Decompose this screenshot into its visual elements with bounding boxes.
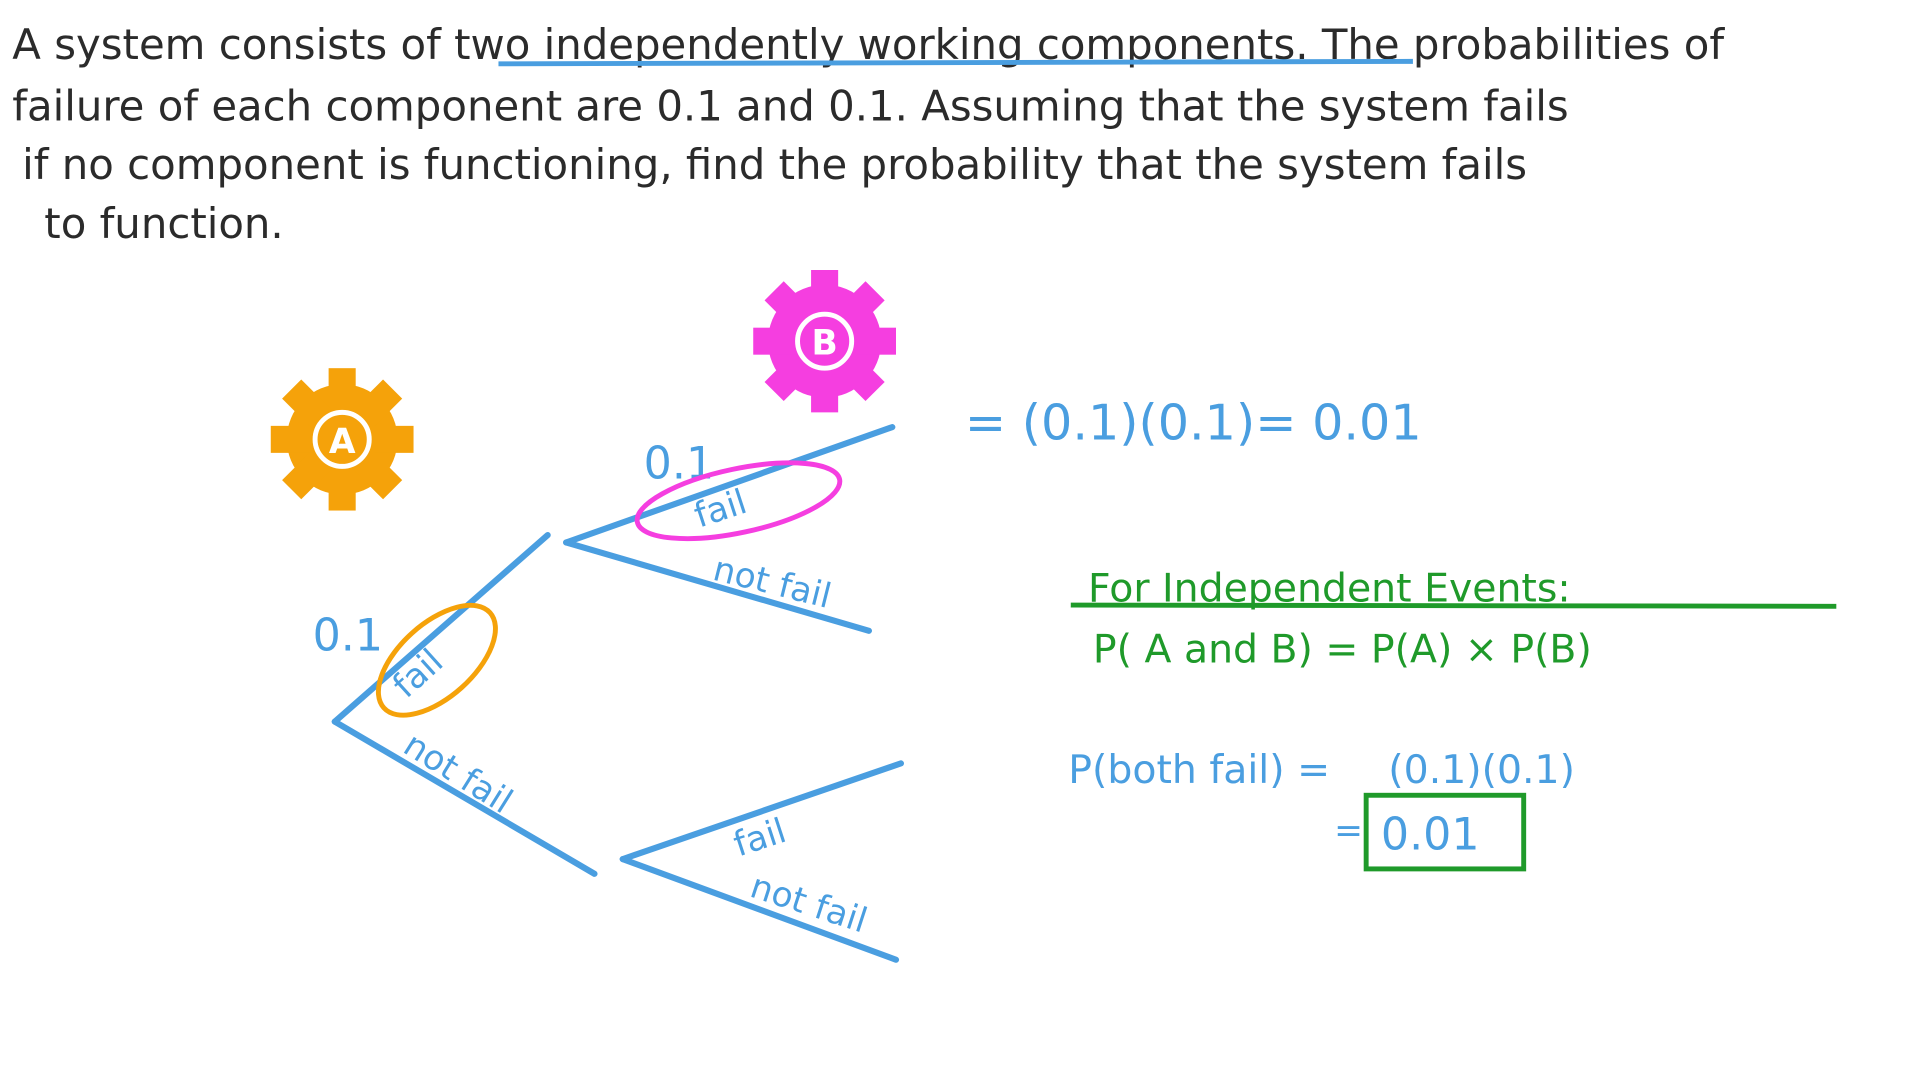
tree-diagram xyxy=(331,424,905,963)
a-probability: 0.1 xyxy=(313,611,383,662)
branch-a-not-fail xyxy=(331,718,598,877)
question-underline xyxy=(498,58,1413,67)
calc-equals: = xyxy=(1334,811,1363,851)
gear-a-icon: A xyxy=(270,368,414,511)
answer-box xyxy=(1363,792,1527,872)
question-line-4: to function. xyxy=(44,199,283,248)
b-not-fail-label: not fail xyxy=(709,549,835,617)
a-not-fail-label: not fail xyxy=(396,725,519,822)
branch-b-fail xyxy=(563,424,896,546)
branch-a-fail xyxy=(331,532,551,725)
branch-c-fail xyxy=(619,760,905,863)
question-line-3: if no component is functioning, find the… xyxy=(22,140,1527,189)
gear-b-icon: B xyxy=(753,270,896,413)
branch-c-not-fail xyxy=(619,856,900,963)
calc-lhs: P(both fail) = xyxy=(1068,748,1330,793)
gear-a-label: A xyxy=(329,422,356,462)
branch-b-not-fail xyxy=(563,539,873,634)
calc-rhs: (0.1)(0.1) xyxy=(1388,748,1575,793)
b-fail-highlight xyxy=(634,460,843,542)
b-probability: 0.1 xyxy=(644,439,714,490)
result-line: = (0.1)(0.1)= 0.01 xyxy=(965,393,1422,451)
a-fail-highlight xyxy=(375,602,498,718)
rule-underline xyxy=(1070,602,1837,609)
answer-value: 0.01 xyxy=(1381,809,1480,860)
gear-b-label: B xyxy=(811,324,837,364)
b-fail-label: fail xyxy=(689,482,751,536)
question-line-2: failure of each component are 0.1 and 0.… xyxy=(12,81,1568,130)
rule-formula: P( A and B) = P(A) × P(B) xyxy=(1093,628,1592,673)
